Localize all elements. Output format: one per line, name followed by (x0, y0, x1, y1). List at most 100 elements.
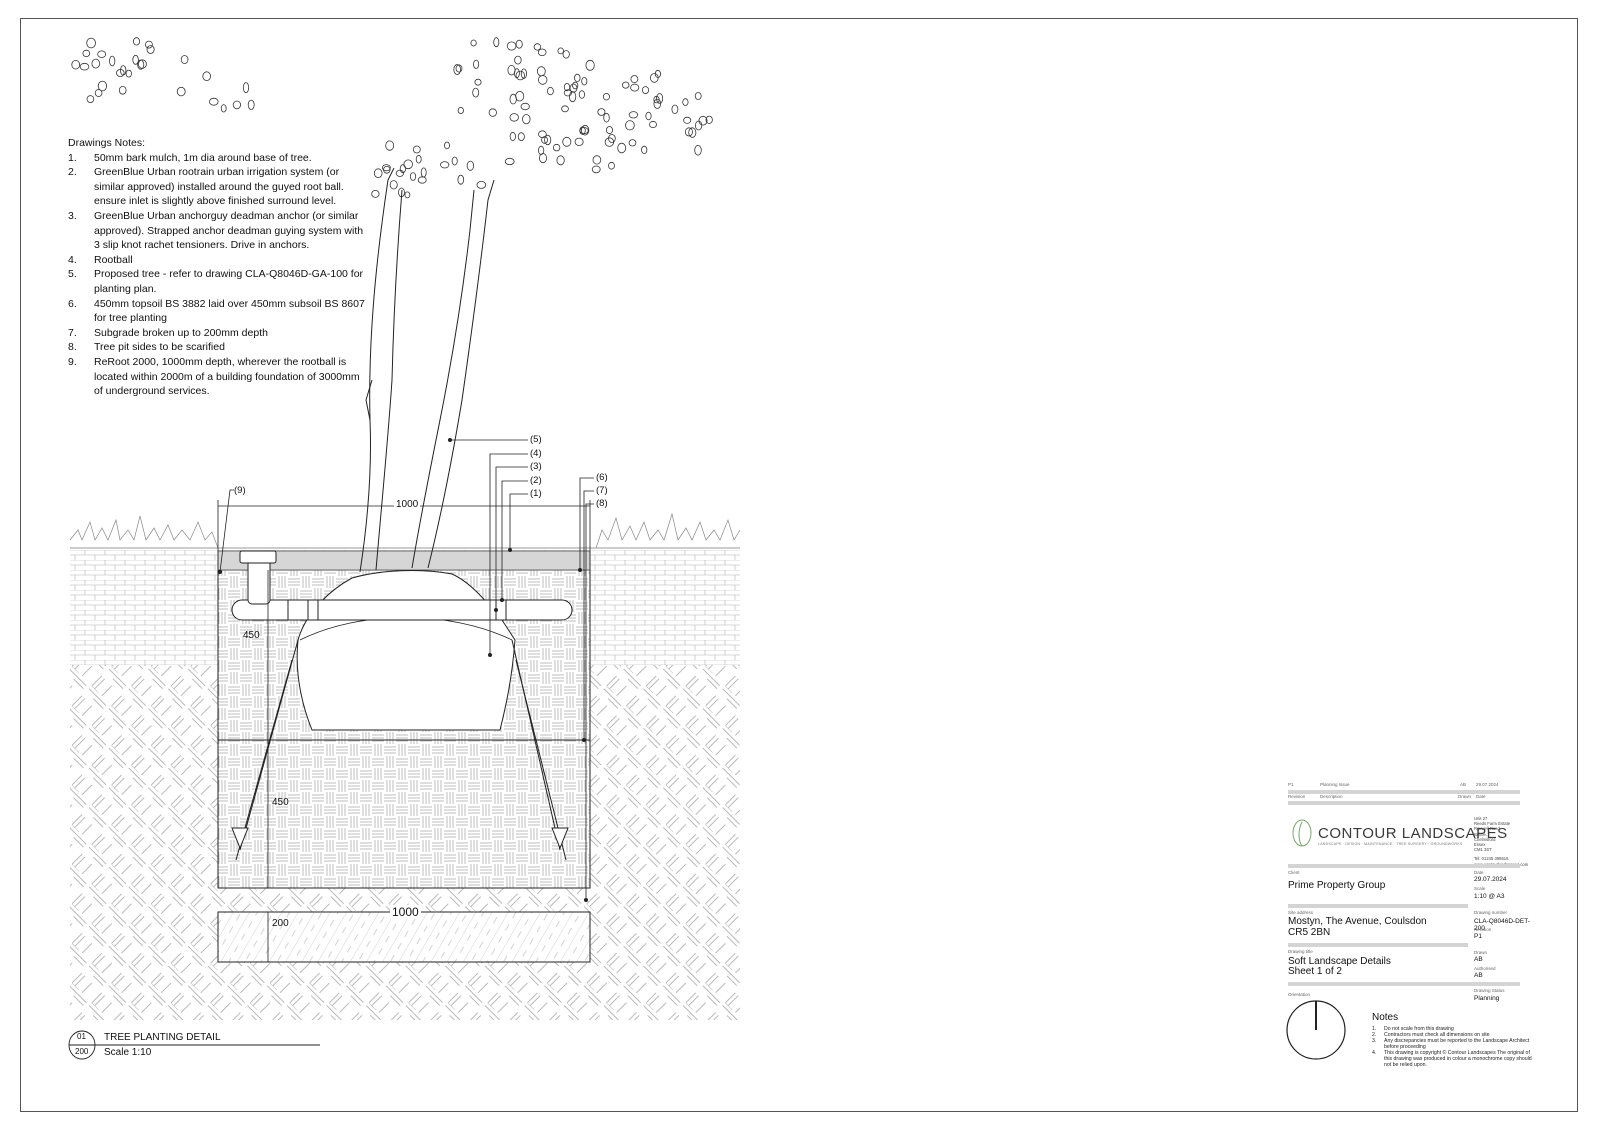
leaf-mark (399, 164, 406, 174)
leaf-mark (176, 86, 186, 97)
leaf-mark (547, 87, 554, 96)
leaf-mark (520, 68, 528, 79)
drawing-note-text: ReRoot 2000, 1000mm depth, wherever the … (94, 355, 360, 398)
drawn-label: Drawn (1474, 950, 1488, 955)
dim-top-width: 1000 (394, 499, 421, 510)
dim-subsoil-depth: 450 (272, 797, 289, 808)
drawing-note-number: 2. (68, 166, 77, 179)
title-note-number: 3. (1372, 1038, 1377, 1044)
leaf-mark (562, 50, 570, 59)
leaf-mark (515, 39, 523, 49)
leaf-mark (608, 134, 616, 143)
leaf-mark (132, 54, 139, 65)
leaf-mark (118, 86, 127, 95)
leaf-mark (694, 120, 703, 131)
leaf-mark (389, 180, 398, 190)
leaf-mark (82, 49, 91, 58)
leaf-mark (504, 157, 515, 166)
leaf-mark (514, 55, 522, 65)
callout-dots (218, 438, 588, 902)
status-value: Planning (1474, 995, 1500, 1002)
drawing-note-item: 1.50mm bark mulch, 1m dia around base of… (68, 151, 368, 166)
leaf-mark (509, 113, 519, 122)
address-line: Roxwell Road (1474, 826, 1500, 832)
drawing-note-text: Tree pit sides to be scarified (94, 341, 225, 354)
leaf-mark (544, 134, 552, 146)
drawing-note-item: 8. Tree pit sides to be scarified (68, 340, 368, 355)
drawing-note-item: 2.GreenBlue Urban rootrain urban irrigat… (68, 165, 368, 209)
leaf-mark (630, 83, 640, 92)
drawing-note-number: 7. (68, 326, 77, 339)
company-tel: Tel: 01245 398616 (1474, 856, 1509, 862)
leaf-mark (574, 137, 584, 146)
leaf-mark (682, 98, 689, 106)
authorised-value: AB (1474, 972, 1483, 979)
leaf-mark (628, 139, 637, 147)
drawing-note-number: 5. (68, 268, 77, 281)
leaf-mark (515, 90, 525, 102)
title-block: P1 Planning Issue AB 29.07.2024 Revision… (1288, 780, 1532, 1090)
leaf-mark (628, 111, 639, 119)
leaf-mark (180, 55, 189, 64)
drawing-note-text: 450mm topsoil BS 3882 laid over 450mm su… (94, 297, 365, 325)
leaf-mark (568, 91, 577, 103)
address-line: Reeds Farm Estate (1474, 821, 1511, 827)
authorised-label: Authorised (1474, 966, 1496, 971)
leaf-mark (604, 137, 615, 147)
drawing-note-item: 6.450mm topsoil BS 3882 laid over 450mm … (68, 297, 368, 326)
callout-4: (4) (530, 448, 542, 459)
leaf-mark (232, 100, 241, 110)
address-line: Chelmsford (1474, 836, 1496, 842)
revision-label: Revision (1474, 927, 1492, 932)
drawing-note-text: Rootball (94, 253, 133, 266)
drawn-value: AB (1474, 956, 1483, 963)
title-divider (1288, 801, 1520, 805)
leaf-mark (451, 156, 458, 166)
leaf-mark (417, 176, 427, 184)
scale-value: 1:10 @ A3 (1474, 893, 1505, 900)
title-note-text: Contractors must check all dimensions on… (1384, 1032, 1490, 1038)
detail-sheet-ref: 200 (75, 1047, 89, 1056)
drawing-note-text: Subgrade broken up to 200mm depth (94, 326, 268, 339)
leaf-mark (536, 66, 546, 77)
leaf-mark (561, 105, 569, 113)
leaf-mark (538, 130, 547, 139)
leaf-mark (97, 80, 108, 92)
leaf-mark (694, 145, 702, 156)
leaf-mark (569, 83, 578, 93)
dim-subgrade-depth: 200 (272, 918, 289, 929)
leaf-mark (488, 108, 497, 117)
rev-header-date: Date (1476, 794, 1486, 799)
leaf-mark (472, 87, 480, 98)
title-divider (1288, 904, 1468, 908)
title-note-number: 1. (1372, 1026, 1377, 1032)
detail-title-marker (68, 1030, 320, 1060)
leaf-mark (453, 64, 462, 75)
leaf-mark (71, 59, 80, 70)
title-notes-header: Notes (1372, 1012, 1399, 1023)
leaf-mark (440, 161, 450, 169)
leaf-mark (649, 120, 657, 129)
drawing-number-label: Drawing number (1474, 910, 1508, 915)
leaf-mark (506, 41, 517, 51)
rev-code: P1 (1288, 782, 1294, 787)
leaf-mark (79, 62, 90, 71)
title-divider (1288, 790, 1520, 794)
leaf-mark (404, 191, 411, 199)
leaf-mark (86, 37, 96, 49)
drawing-note-text: Proposed tree - refer to drawing CLA-Q80… (94, 268, 364, 295)
rev-header-description: Description (1320, 794, 1343, 799)
leaf-mark (125, 69, 132, 78)
tree-canopy (71, 37, 713, 199)
scale-label: Scale (1474, 886, 1486, 891)
drawing-note-number: 8. (68, 341, 77, 354)
leaf-mark (209, 97, 219, 106)
drawing-notes-list: 1.50mm bark mulch, 1m dia around base of… (68, 151, 368, 399)
leaf-mark (630, 75, 639, 84)
leaf-mark (562, 136, 572, 147)
dim-bottom-width: 1000 (390, 905, 421, 919)
leaf-mark (557, 47, 564, 55)
rev-header-revision: Revision (1288, 794, 1306, 799)
drawing-note-item: 4.Rootball (68, 253, 368, 268)
